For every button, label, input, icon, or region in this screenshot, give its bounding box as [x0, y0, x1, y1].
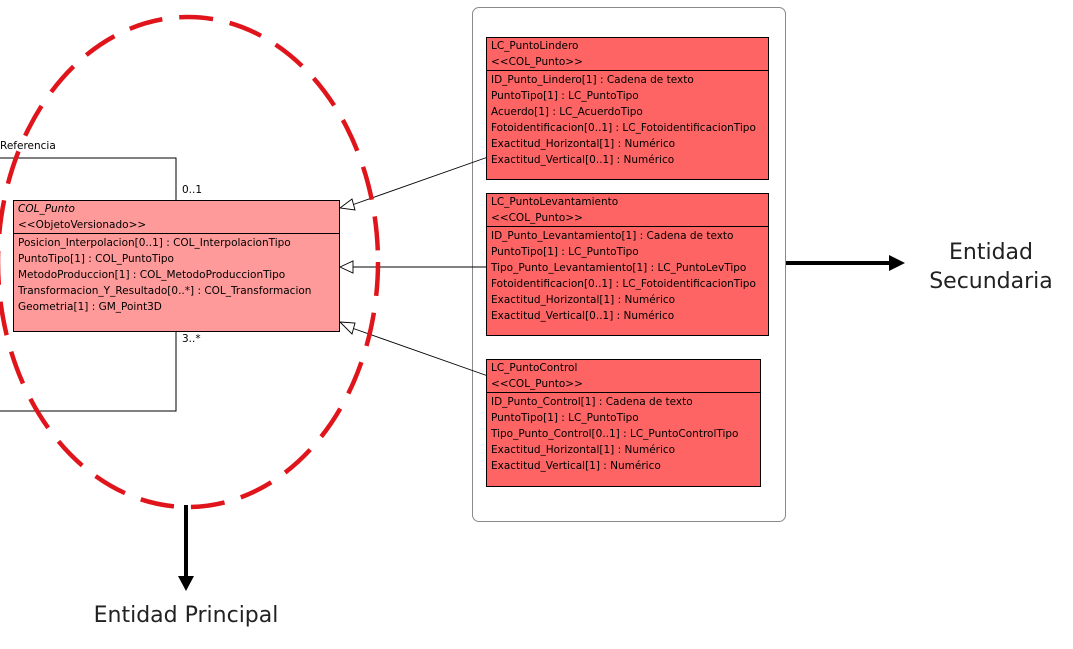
class-attribute: Acuerdo[1] : LC_AcuerdoTipo: [491, 106, 643, 118]
class-attribute: Exactitud_Vertical[1] : Numérico: [491, 460, 661, 472]
secondary-entity-text-line1: Entidad: [949, 240, 1033, 265]
class-name: LC_PuntoControl: [491, 362, 578, 374]
principal-entity-label: Entidad Principal: [60, 601, 312, 630]
class-attribute: Exactitud_Horizontal[1] : Numérico: [491, 294, 676, 306]
generalization-arrowhead-control: [338, 321, 356, 335]
class-header: COL_Punto <<ObjetoVersionado>>: [14, 201, 339, 234]
class-attribute: Geometria[1] : GM_Point3D: [18, 301, 162, 313]
class-attributes: ID_Punto_Lindero[1] : Cadena de texto Pu…: [487, 71, 768, 168]
class-attributes: ID_Punto_Levantamiento[1] : Cadena de te…: [487, 227, 768, 324]
class-name: LC_PuntoLindero: [491, 40, 579, 52]
class-attribute: Tipo_Punto_Levantamiento[1] : LC_PuntoLe…: [491, 262, 747, 274]
class-attribute: PuntoTipo[1] : COL_PuntoTipo: [18, 253, 174, 265]
class-attribute: Posicion_Interpolacion[0..1] : COL_Inter…: [18, 237, 291, 249]
class-attribute: Exactitud_Vertical[0..1] : Numérico: [491, 154, 675, 166]
class-lc-punto-control[interactable]: LC_PuntoControl <<COL_Punto>> ID_Punto_C…: [486, 359, 761, 487]
class-attribute: Fotoidentificacion[0..1] : LC_Fotoidenti…: [491, 122, 756, 134]
class-attribute: Tipo_Punto_Control[0..1] : LC_PuntoContr…: [491, 428, 739, 440]
class-header: LC_PuntoControl <<COL_Punto>>: [487, 360, 760, 393]
class-name: COL_Punto: [18, 203, 75, 215]
class-attribute: ID_Punto_Control[1] : Cadena de texto: [491, 396, 693, 408]
class-stereotype: <<COL_Punto>>: [491, 378, 583, 390]
class-col-punto[interactable]: COL_Punto <<ObjetoVersionado>> Posicion_…: [13, 200, 340, 332]
principal-dashed-ellipse: [0, 14, 381, 510]
class-stereotype: <<COL_Punto>>: [491, 56, 583, 68]
secondary-entity-label: Entidad Secundaria: [912, 238, 1070, 296]
class-attribute: Transformacion_Y_Resultado[0..*] : COL_T…: [18, 285, 312, 297]
class-attribute: Exactitud_Horizontal[1] : Numérico: [491, 444, 676, 456]
class-attribute: Exactitud_Horizontal[1] : Numérico: [491, 138, 676, 150]
class-attributes: Posicion_Interpolacion[0..1] : COL_Inter…: [14, 234, 339, 315]
class-name: LC_PuntoLevantamiento: [491, 196, 619, 208]
multiplicity-bottom-label: 3..*: [182, 333, 201, 345]
class-attribute: PuntoTipo[1] : LC_PuntoTipo: [491, 412, 639, 424]
class-stereotype: <<ObjetoVersionado>>: [18, 219, 147, 231]
generalization-line-control: [351, 327, 489, 377]
association-line-bottom: [0, 332, 177, 412]
class-attribute: Fotoidentificacion[0..1] : LC_Fotoidenti…: [491, 278, 756, 290]
class-header: LC_PuntoLindero <<COL_Punto>>: [487, 38, 768, 71]
class-attribute: ID_Punto_Lindero[1] : Cadena de texto: [491, 74, 694, 86]
class-stereotype: <<COL_Punto>>: [491, 212, 583, 224]
class-lc-punto-lindero[interactable]: LC_PuntoLindero <<COL_Punto>> ID_Punto_L…: [486, 37, 769, 180]
secondary-arrow-head: [889, 255, 905, 271]
class-attribute: PuntoTipo[1] : LC_PuntoTipo: [491, 90, 639, 102]
principal-arrow-head: [178, 576, 194, 591]
generalization-line-lindero: [351, 156, 489, 206]
association-line-top: [0, 157, 177, 200]
multiplicity-top-label: 0..1: [182, 184, 203, 196]
association-role-label: Referencia: [0, 140, 56, 152]
generalization-arrowhead-levantamiento: [338, 260, 354, 274]
class-attribute: ID_Punto_Levantamiento[1] : Cadena de te…: [491, 230, 734, 242]
class-attribute: PuntoTipo[1] : LC_PuntoTipo: [491, 246, 639, 258]
class-lc-punto-levantamiento[interactable]: LC_PuntoLevantamiento <<COL_Punto>> ID_P…: [486, 193, 769, 336]
generalization-arrowhead-lindero: [338, 198, 356, 211]
class-header: LC_PuntoLevantamiento <<COL_Punto>>: [487, 194, 768, 227]
class-attributes: ID_Punto_Control[1] : Cadena de texto Pu…: [487, 393, 760, 474]
principal-entity-text: Entidad Principal: [93, 603, 279, 628]
secondary-entity-text-line2: Secundaria: [929, 269, 1053, 294]
class-attribute: Exactitud_Vertical[0..1] : Numérico: [491, 310, 675, 322]
class-attribute: MetodoProduccion[1] : COL_MetodoProducci…: [18, 269, 286, 281]
